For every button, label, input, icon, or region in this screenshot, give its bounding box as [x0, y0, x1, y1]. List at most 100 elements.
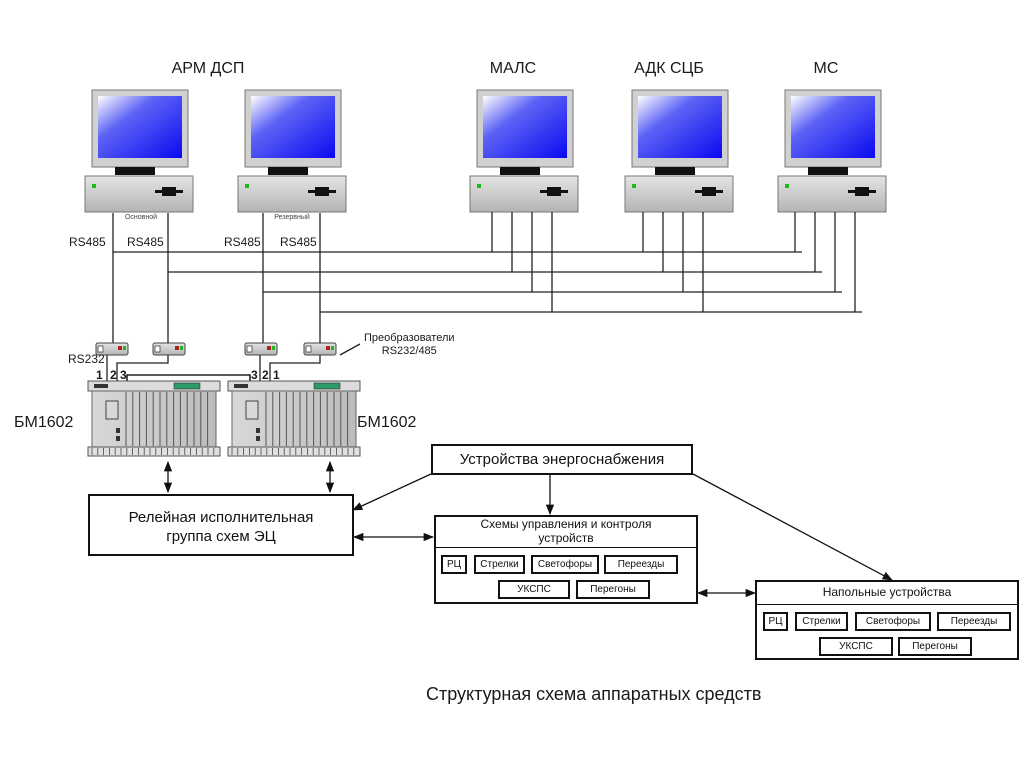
monitor-screen — [638, 96, 722, 158]
power-led — [245, 184, 249, 188]
bm1602-rack-icon — [227, 380, 361, 457]
rack-bottom-rail — [227, 446, 361, 457]
field-devices-box: Напольные устройства РЦ Стрелки Светофор… — [755, 580, 1019, 660]
field-item-hauls: Перегоны — [898, 637, 972, 656]
drive-slot — [855, 187, 869, 196]
converter-port — [246, 345, 253, 353]
rack-display — [173, 382, 201, 390]
rack-module-window — [105, 400, 119, 420]
port-number: 3 — [120, 368, 127, 382]
port-number: 3 — [251, 368, 258, 382]
system-unit — [624, 175, 734, 213]
connection-arrows — [163, 460, 893, 598]
field-item-switches: Стрелки — [795, 612, 848, 631]
field-devices-title: Напольные устройства — [757, 582, 1017, 605]
power-relay-arrow — [352, 473, 432, 511]
power-led — [92, 184, 96, 188]
converter-led — [331, 346, 334, 350]
rack-connector — [234, 384, 248, 388]
system-unit — [84, 175, 194, 213]
workstation-title-mals: МАЛС — [489, 60, 537, 77]
rack-connector — [94, 384, 108, 388]
rack-switch — [256, 436, 260, 441]
diagram-caption: Структурная схема аппаратных средств — [426, 684, 762, 704]
drive-slot — [702, 187, 716, 196]
rs232-label: RS232 — [68, 352, 105, 366]
rack-switch — [256, 428, 260, 433]
workstation-title-arm-dsp: АРМ ДСП — [171, 60, 245, 77]
rs485-label: RS485 — [69, 235, 106, 249]
control-schemes-title: Схемы управления и контроля устройств — [436, 517, 696, 548]
monitor-screen — [98, 96, 182, 158]
rack-bottom-rail — [87, 446, 221, 457]
rack-body — [91, 390, 217, 448]
power-led — [477, 184, 481, 188]
field-item-rc: РЦ — [763, 612, 788, 631]
rs485-bus-lines — [106, 212, 862, 383]
bm1602-rack-icon — [87, 380, 221, 457]
rs232-line — [116, 355, 169, 383]
field-item-uksps: УКСПС — [819, 637, 893, 656]
converter-led — [267, 346, 271, 350]
relay-group-box: Релейная исполнительная группа схем ЭЦ — [88, 494, 354, 556]
control-item-uksps: УКСПС — [498, 580, 570, 599]
control-schemes-title-line2: устройств — [538, 531, 594, 545]
rs232-line — [269, 355, 321, 383]
computer-icon — [624, 89, 734, 213]
workstation-title-adk-scb: АДК СЦБ — [634, 60, 704, 77]
control-schemes-box: Схемы управления и контроля устройств РЦ… — [434, 515, 698, 604]
computer-icon — [84, 89, 194, 213]
system-unit — [469, 175, 579, 213]
port-number: 1 — [96, 368, 103, 382]
monitor-stand — [500, 167, 540, 175]
field-item-signals: Светофоры — [855, 612, 931, 631]
rs232-485-converter-icon — [303, 342, 337, 356]
monitor-stand — [655, 167, 695, 175]
converters-label: Преобразователи RS232/485 — [364, 332, 455, 358]
rs232-485-converter-icon — [95, 342, 129, 356]
workstation-title-ms: МС — [813, 60, 839, 77]
control-item-switches: Стрелки — [474, 555, 525, 574]
rack-label-left: БМ1602 — [14, 414, 74, 431]
relay-group-line1: Релейная исполнительная — [128, 509, 314, 526]
main-unit-label: Основной — [124, 214, 158, 221]
monitor-screen — [251, 96, 335, 158]
monitor-screen — [483, 96, 567, 158]
control-item-signals: Светофоры — [531, 555, 599, 574]
rs485-label: RS485 — [127, 235, 164, 249]
converter-led — [118, 346, 122, 350]
power-led — [632, 184, 636, 188]
control-item-rc: РЦ — [441, 555, 467, 574]
converter-led — [180, 346, 183, 350]
relay-group-line2: группа схем ЭЦ — [166, 528, 276, 545]
port-number: 2 — [262, 368, 269, 382]
converter-pointer — [339, 343, 361, 356]
rs485-label: RS485 — [224, 235, 261, 249]
monitor-stand — [808, 167, 848, 175]
port-number: 2 — [110, 368, 117, 382]
port-number: 1 — [273, 368, 280, 382]
converter-port — [154, 345, 161, 353]
relay-group-text: Релейная исполнительная группа схем ЭЦ — [90, 508, 352, 546]
power-led — [785, 184, 789, 188]
system-unit — [237, 175, 347, 213]
rack-switch — [116, 436, 120, 441]
computer-icon — [777, 89, 887, 213]
system-unit — [777, 175, 887, 213]
power-supply-label: Устройства энергоснабжения — [459, 451, 665, 468]
control-item-crossings: Переезды — [604, 555, 678, 574]
power-field-arrow — [692, 473, 893, 581]
rs232-485-converter-icon — [152, 342, 186, 356]
converter-led — [326, 346, 330, 350]
converters-label-line1: Преобразователи — [364, 332, 455, 344]
monitor-stand — [268, 167, 308, 175]
converter-led — [123, 346, 126, 350]
backup-unit-label: Резервный — [274, 214, 310, 221]
drive-slot — [315, 187, 329, 196]
rs485-label: RS485 — [280, 235, 317, 249]
rack-display — [313, 382, 341, 390]
computer-icon — [469, 89, 579, 213]
monitor-stand — [115, 167, 155, 175]
rack-module-window — [245, 400, 259, 420]
